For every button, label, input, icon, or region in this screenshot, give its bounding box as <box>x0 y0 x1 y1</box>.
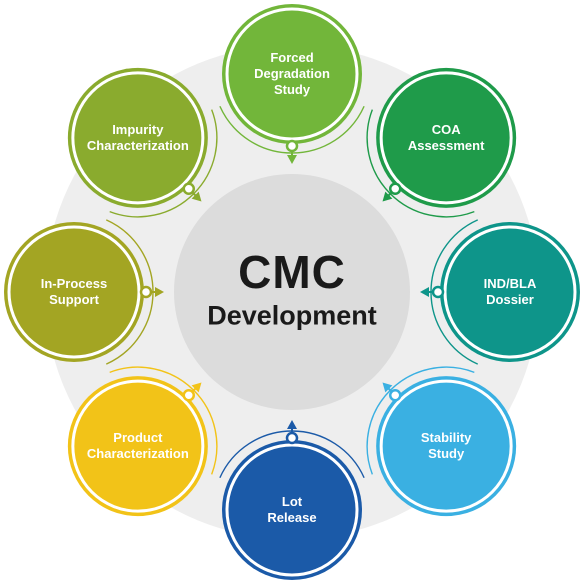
node-label-product-characterization: Product Characterization <box>86 430 189 462</box>
node-circle <box>4 222 144 362</box>
arrow-head-icon <box>191 191 202 202</box>
node-label-in-process: In-Process Support <box>40 276 108 307</box>
connector-dot <box>285 431 299 445</box>
node-label-ind-bla: IND/BLA Dossier <box>483 276 537 307</box>
connector-dot <box>182 388 196 402</box>
arrow-head-icon <box>287 420 297 429</box>
node-label-stability: Stability Study <box>420 430 472 462</box>
node-inner-ring <box>379 71 513 205</box>
node-circle <box>67 376 208 517</box>
node-label-impurity: Impurity Characterization <box>86 121 189 153</box>
node-inner-ring <box>7 225 141 359</box>
node-coa <box>366 67 517 218</box>
node-inner-ring <box>443 225 577 359</box>
center-subtitle: Development <box>207 300 377 331</box>
arrow-head-icon <box>382 382 393 393</box>
connector-dot <box>388 182 402 196</box>
node-inner-ring <box>225 443 359 577</box>
node-circle <box>222 4 362 144</box>
arrow-head-icon <box>155 287 164 297</box>
arrow-head-icon <box>382 191 393 202</box>
arrow-head-icon <box>420 287 429 297</box>
center-circle <box>174 174 410 410</box>
node-stability <box>366 366 517 517</box>
node-circle <box>222 440 362 580</box>
node-inner-ring <box>225 7 359 141</box>
node-circle <box>440 222 580 362</box>
node-in-process <box>4 219 164 365</box>
arrow-head-icon <box>287 155 297 164</box>
node-label-lot-release: Lot Release <box>267 494 317 525</box>
center-title: CMC <box>238 246 346 298</box>
node-ind-bla <box>420 219 580 365</box>
node-forced-degradation <box>219 4 365 164</box>
node-inner-ring <box>71 379 205 513</box>
connector-dot <box>182 182 196 196</box>
node-product-characterization <box>67 366 218 517</box>
node-circle <box>376 67 517 208</box>
node-impurity <box>67 67 218 218</box>
node-circle <box>67 67 208 208</box>
connector-dot <box>139 285 153 299</box>
node-lot-release <box>219 420 365 580</box>
connector-dot <box>388 388 402 402</box>
connector-dot <box>431 285 445 299</box>
node-circle <box>376 376 517 517</box>
node-inner-ring <box>71 71 205 205</box>
connector-dot <box>285 139 299 153</box>
node-label-coa: COA Assessment <box>407 121 485 153</box>
arrow-head-icon <box>191 382 202 393</box>
node-inner-ring <box>379 379 513 513</box>
node-label-forced-degradation: Forced Degradation Study <box>254 50 330 97</box>
